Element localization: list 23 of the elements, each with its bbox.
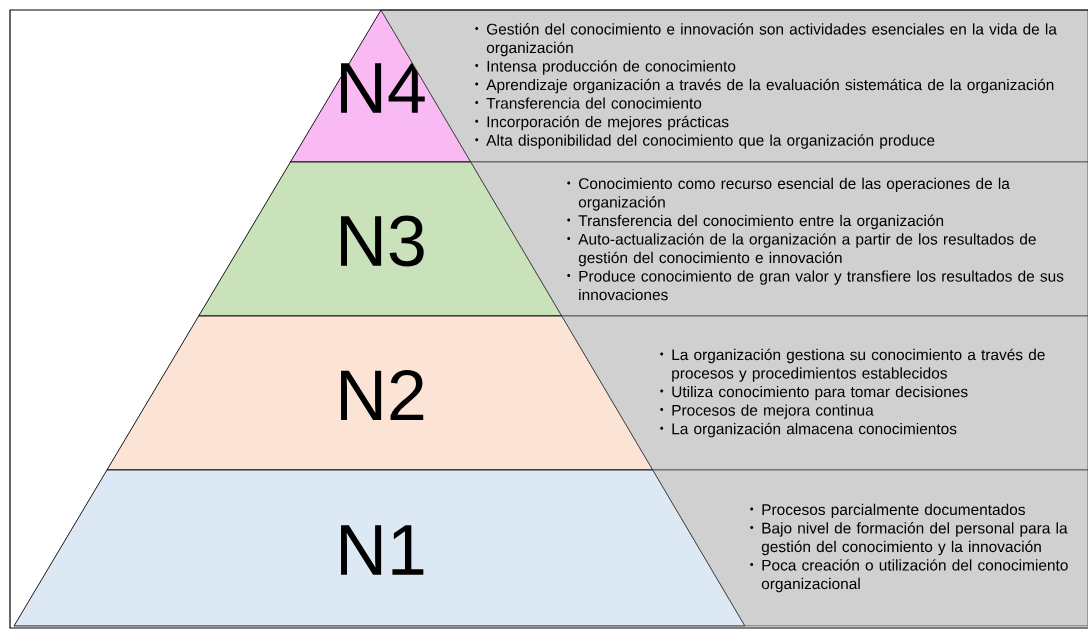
bullet-item: Utiliza conocimiento para tomar decisiones — [660, 385, 968, 401]
bullet-item: Poca creación o utilización del conocimiento organizacional — [750, 559, 1068, 593]
bullet-item: Transferencia del conocimiento entre la organización — [567, 214, 944, 230]
bullet-item: Conocimiento como recurso esencial de las operaciones de la organización — [567, 177, 1010, 211]
bullet-item: Procesos de mejora continua — [660, 404, 874, 419]
bullet-item: Alta disponibilidad del conocimiento que la organización produce — [475, 134, 935, 149]
pyramid-level: N2 — [106, 315, 654, 471]
bullet-item: La organización almacena conocimientos — [660, 422, 957, 438]
bullet-item: Auto-actualización de la organización a partir de los resultados de gestión del conocimiento e innovación — [567, 233, 1036, 267]
text-panel — [561, 315, 1088, 471]
bullet-item: Procesos parcialmente documentados — [750, 503, 1025, 519]
text-panel — [652, 469, 1088, 627]
text-panel — [470, 161, 1088, 317]
bullet-item: Incorporación de mejores prácticas — [475, 115, 729, 131]
bullet-item: Transferencia del conocimiento — [475, 97, 702, 109]
bullet-item: La organización gestiona su conocimiento a través de procesos y procedimientos establecidos — [660, 348, 1045, 382]
bullet-item: Bajo nivel de formación del personal para la gestión del conocimiento y la innovación — [750, 522, 1068, 556]
bullet-item: Produce conocimiento de gran valor y transfiere los resultados de sus innovaciones — [567, 270, 1064, 301]
pyramid-level: N3 — [198, 161, 563, 317]
bullet-item: Intensa producción de conocimiento — [475, 60, 736, 75]
bullet-item: Gestión del conocimiento e innovación son actividades esenciales en la vida de la organización — [475, 23, 1057, 57]
pyramid-level: N1 — [13, 469, 746, 627]
bullet-item: Aprendizaje organización a través de la evaluación sistemática de la organización — [475, 78, 1054, 94]
